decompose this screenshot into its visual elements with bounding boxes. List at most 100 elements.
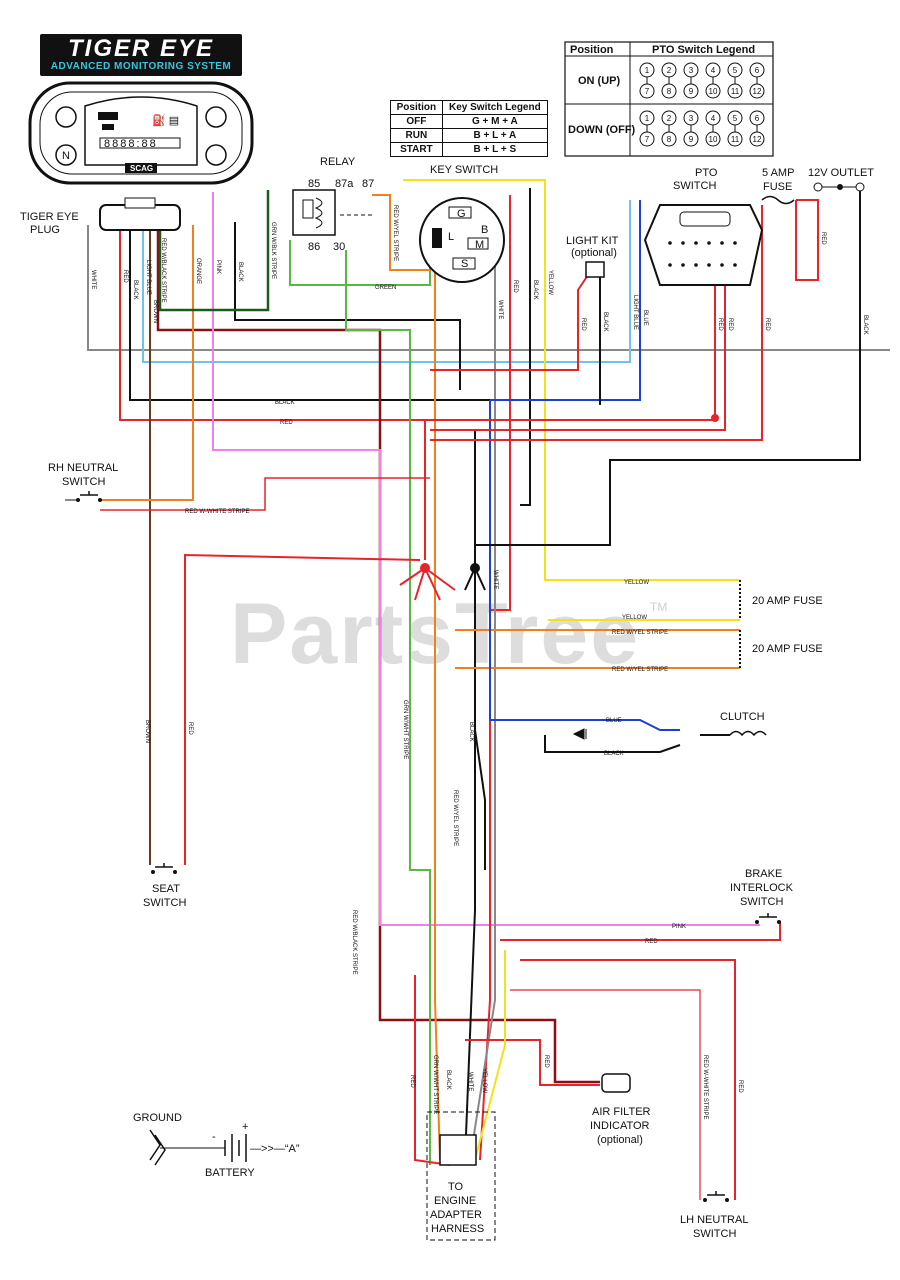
pto-connector-pin [668, 241, 672, 245]
outlet-12v: 12V OUTLET [808, 167, 874, 192]
pto-connector-pin [668, 263, 672, 267]
tiger-eye-plug: TIGER EYE PLUG [20, 197, 181, 236]
plug-label-2: PLUG [30, 224, 60, 236]
relay-pin-85: 85 [308, 178, 320, 190]
wire-white [87, 225, 890, 351]
pto-switch: PTO SWITCH [643, 167, 764, 286]
pto-pin-number: 2 [667, 114, 672, 123]
pto-pin-number: 4 [711, 66, 716, 75]
pto-connector-pin [733, 241, 737, 245]
wl-lk-black: BLACK [602, 312, 608, 332]
wire-light-blue [142, 200, 631, 363]
clutch-label: CLUTCH [720, 711, 765, 723]
brand-label: SCAG [130, 164, 153, 173]
battery-ref: —>>—“A” [250, 1143, 300, 1155]
wl-brake-red: RED [645, 939, 658, 945]
wire-black-plug [234, 222, 461, 390]
wl-f1-yellow: YELLOW [624, 580, 649, 586]
engine-label-3: ADAPTER [430, 1209, 482, 1221]
wl-lk-red: RED [580, 318, 586, 331]
wl-seat-brown: BROWN [144, 720, 150, 743]
wire-black-outlet [475, 190, 861, 546]
wl-plug-redblack: RED W/BLACK STRIPE [160, 238, 166, 303]
key-switch-label: KEY SWITCH [430, 164, 498, 176]
gauge-icon [55, 106, 77, 128]
relay-pin-86: 86 [308, 241, 320, 253]
wl-pto-red2: RED [727, 318, 733, 331]
brake-interlock-switch: BRAKE INTERLOCK SWITCH [730, 868, 794, 925]
wire-black-bus [129, 228, 530, 401]
wire-grn-wht-stripe [345, 250, 431, 1165]
light-kit-note: (optional) [571, 247, 617, 259]
wl-center-black: BLACK [468, 722, 474, 742]
wl-f2-redyel: RED W/YEL STRIPE [612, 630, 668, 636]
pto-legend-down: DOWN (OFF) [568, 124, 636, 136]
pto-pin-number: 11 [731, 135, 740, 144]
ks-terminal-l: L [448, 231, 454, 243]
pto-pin-number: 11 [731, 87, 740, 96]
fuse20-2-label: 20 AMP FUSE [752, 643, 823, 655]
pto-pin-number: 4 [711, 114, 716, 123]
wl-center-white: WHITE [492, 570, 498, 589]
seat-switch: SEAT SWITCH [143, 862, 186, 909]
pto-pin-number: 12 [753, 135, 762, 144]
wl-lk-lightblue: LIGHT BLUE [632, 295, 638, 330]
pto-pin-number: 12 [753, 87, 762, 96]
wire-red-pto2 [430, 220, 726, 431]
svg-text:8888:88: 8888:88 [104, 138, 158, 150]
pto-connector-pin [720, 263, 724, 267]
wl-seat-red: RED [187, 722, 193, 735]
wire-black-ks [520, 188, 531, 506]
pto-connector-pin [694, 241, 698, 245]
camera-icon [205, 144, 227, 166]
relay-label: RELAY [320, 156, 356, 168]
ks-terminal-a: A [434, 235, 442, 247]
svg-text:+: + [242, 1121, 248, 1133]
wire-red-brake [500, 922, 781, 941]
wl-outlet-black: BLACK [862, 315, 868, 335]
wl-redblk-v: RED W/BLACK STRIPE [351, 910, 357, 975]
wl-plug-white: WHITE [90, 270, 96, 289]
wire-yellow-engine [474, 950, 506, 1161]
wire-red-light [430, 274, 589, 371]
brake-label-2: INTERLOCK [730, 882, 794, 894]
wire-yellow-ks [403, 179, 740, 581]
legend-header: Key Switch Legend [441, 100, 549, 115]
pto-connector-pin [707, 263, 711, 267]
ground-label: GROUND [133, 1112, 182, 1124]
relay-pin-87: 87 [362, 178, 374, 190]
wl-clutch-blue: BLUE [606, 718, 622, 724]
fuse-5-amp: 5 AMP FUSE [761, 167, 795, 205]
wire-red-bus [119, 228, 520, 421]
light-kit: LIGHT KIT (optional) [566, 235, 619, 278]
svg-text:-: - [212, 1131, 216, 1143]
pto-pin-number: 7 [645, 87, 650, 96]
pto-connector-pin [681, 241, 685, 245]
rh-neutral-switch: RH NEUTRAL SWITCH [48, 462, 118, 503]
wire-black-clutch [544, 735, 681, 753]
pto-pin-number: 9 [689, 87, 694, 96]
pto-pin-number: 7 [645, 135, 650, 144]
wl-pto-blue: BLUE [642, 310, 648, 326]
lh-neutral-switch: LH NEUTRAL SWITCH [680, 1190, 748, 1240]
rh-neutral-label-1: RH NEUTRAL [48, 462, 118, 474]
wire-grn-blk-stripe [158, 190, 270, 312]
seat-label-1: SEAT [152, 883, 180, 895]
wl-brake-pink: PINK [672, 924, 686, 930]
wl-ks-black: BLACK [532, 280, 538, 300]
wl-eng-grn: GRN W/WHT STRIPE [432, 1055, 438, 1114]
neutral-icon [55, 144, 77, 166]
brake-label-1: BRAKE [745, 868, 782, 880]
pto-pin-number: 5 [733, 66, 738, 75]
wl-relay-grn: GRN W/BLK STRIPE [270, 222, 276, 279]
wl-plug-brown: BROWN [152, 300, 158, 323]
pto-switch-legend: Position PTO Switch Legend ON (UP) DOWN … [564, 41, 774, 157]
air-filter-label-2: INDICATOR [590, 1120, 650, 1132]
pto-label-1: PTO [695, 167, 718, 179]
ks-terminal-b: B [481, 224, 488, 236]
pto-pin-number: 9 [689, 135, 694, 144]
key-switch: KEY SWITCH G B M L S A [419, 164, 505, 283]
wire-red-engine [414, 975, 451, 1166]
scag-badge [125, 163, 157, 173]
